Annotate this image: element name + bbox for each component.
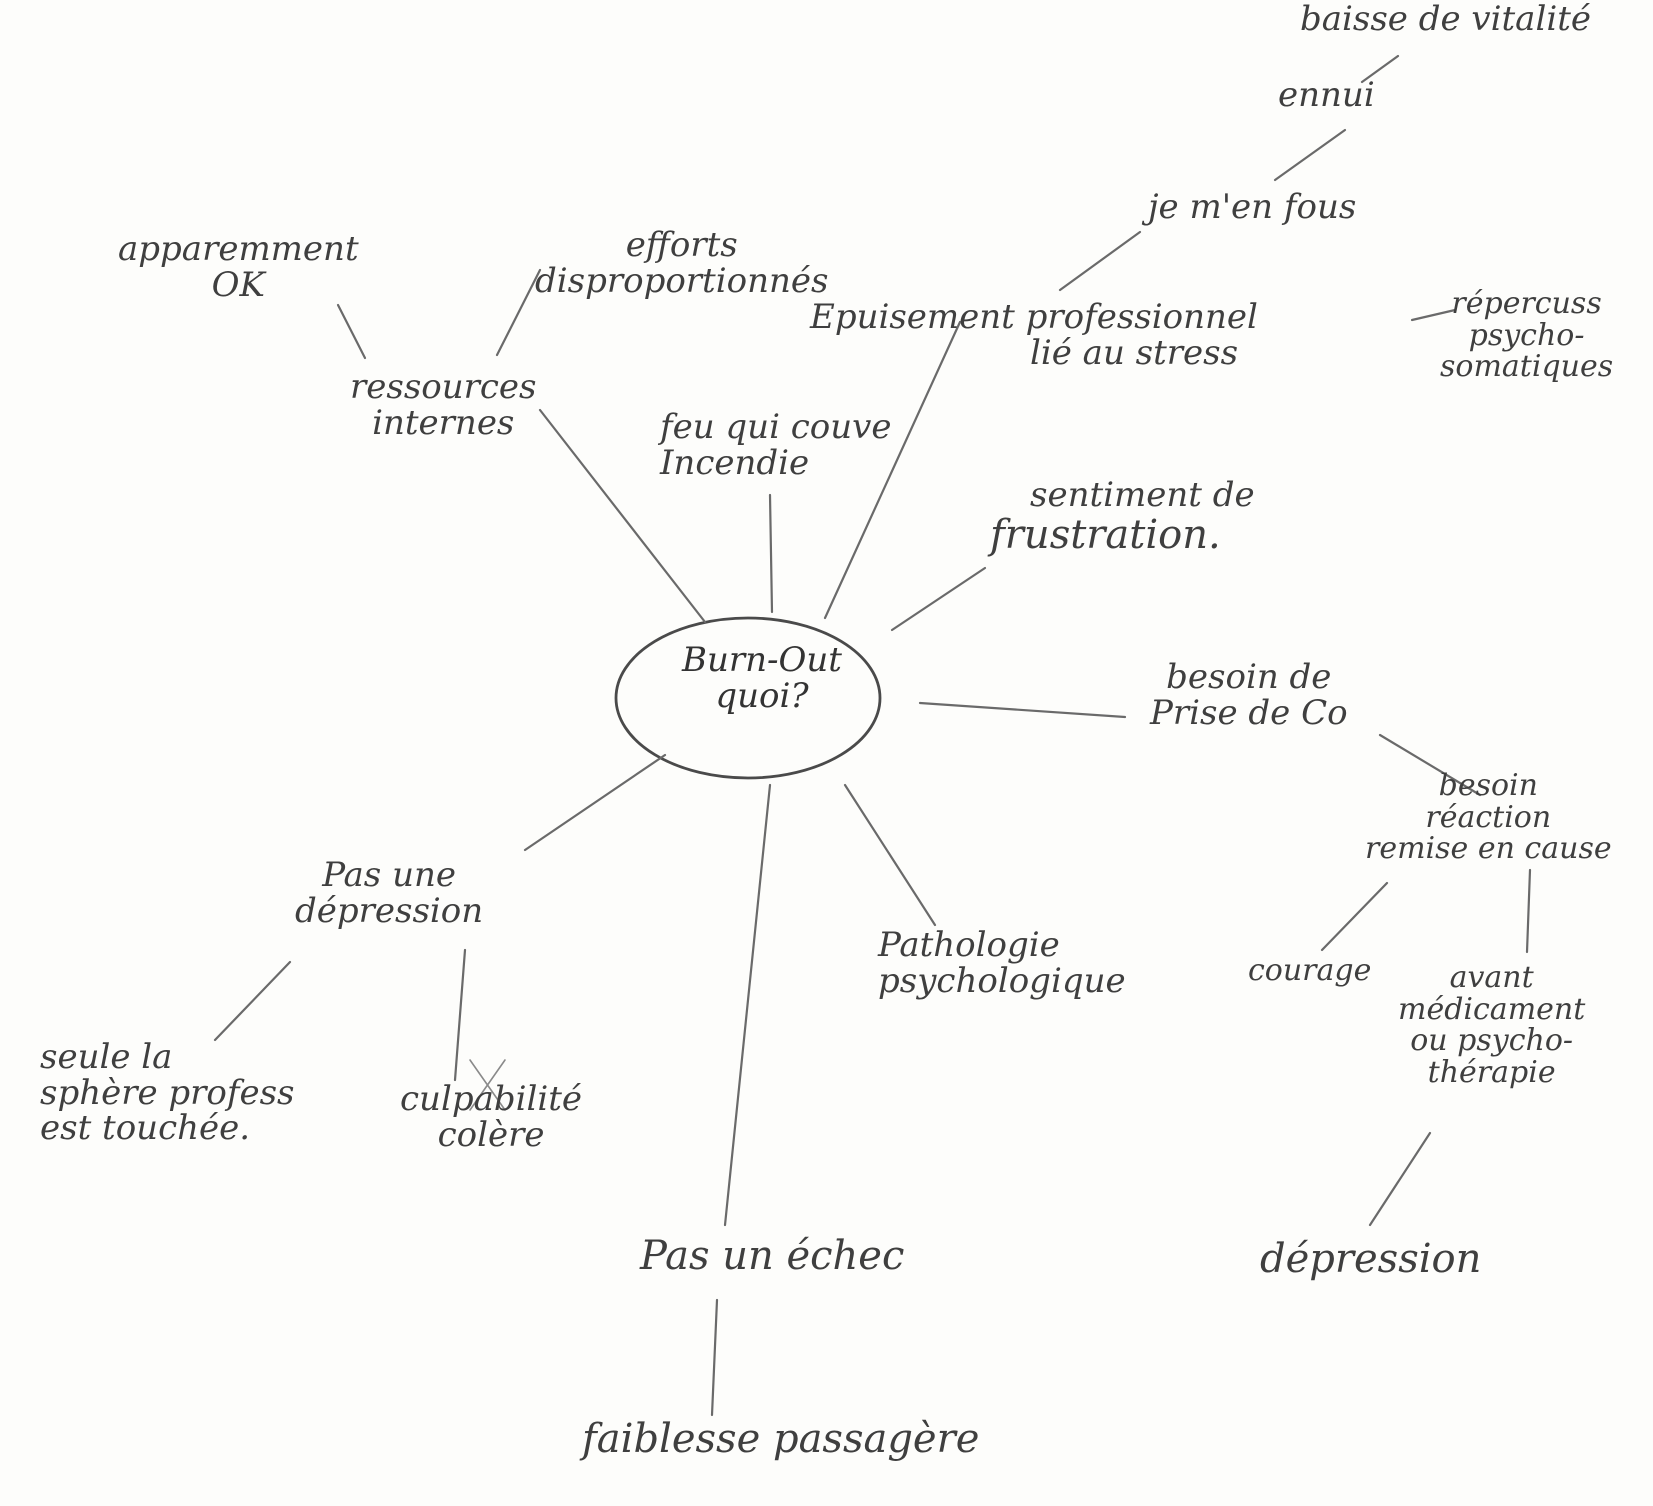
- node-culpabilite: culpabilité colère: [400, 1079, 583, 1155]
- node-ressources: ressources internes: [350, 367, 537, 443]
- link-center-sentiment: [890, 566, 987, 632]
- link-center-feu: [768, 493, 774, 614]
- node-seule: seule la sphère profess est touchée.: [40, 1037, 295, 1149]
- node-ennui: ennui: [1278, 75, 1375, 115]
- link-jemenfous-ennui: [1273, 128, 1347, 182]
- link-ressources-apparemment: [336, 303, 367, 360]
- link-reaction-courage: [1320, 881, 1389, 952]
- node-repercussions: répercuss psycho- somatiques: [1440, 286, 1614, 384]
- node-efforts: efforts disproportionnés: [535, 225, 829, 301]
- center-label: Burn-Out quoi?: [682, 640, 842, 716]
- link-ressources-efforts: [495, 268, 542, 357]
- link-pas-depression-culpabilite: [453, 948, 467, 1082]
- link-center-pas-depression: [523, 753, 667, 852]
- node-pathologie: Pathologie psychologique: [878, 925, 1126, 1001]
- node-pas-echec: Pas un échec: [640, 1233, 905, 1279]
- node-courage: courage: [1248, 953, 1372, 988]
- node-avant: avant médicament ou psycho- thérapie: [1398, 960, 1586, 1090]
- node-besoin-prise: besoin de Prise de Co: [1150, 657, 1348, 733]
- link-avant-depression: [1368, 1131, 1432, 1227]
- link-center-epuisement: [823, 320, 962, 620]
- node-besoin-reaction: besoin réaction remise en cause: [1365, 768, 1612, 866]
- node-apparemment: apparemment OK: [118, 229, 359, 305]
- node-pas-depression: Pas une dépression: [295, 855, 484, 931]
- node-faiblesse: faiblesse passagère: [582, 1416, 980, 1462]
- link-reaction-avant: [1525, 868, 1532, 954]
- link-besoin-prise-reaction: [1378, 733, 1482, 797]
- link-center-ressources: [538, 408, 707, 624]
- strike-mark: [469, 1059, 506, 1111]
- node-feu: feu qui couve Incendie: [660, 407, 892, 483]
- link-center-pas-echec: [723, 783, 772, 1227]
- node-baisse: baisse de vitalité: [1300, 0, 1591, 39]
- node-sentiment: sentiment de frustration.: [990, 475, 1255, 558]
- link-center-besoin-prise: [918, 701, 1127, 719]
- node-epuisement: Epuisement professionnel lié au stress: [810, 297, 1258, 373]
- link-center-pathologie: [843, 783, 937, 927]
- node-jemenfous: je m'en fous: [1148, 187, 1357, 227]
- center-bubble: [614, 616, 882, 780]
- link-epuisement-repercussions: [1410, 308, 1457, 322]
- link-epuisement-jemenfous: [1058, 230, 1142, 292]
- node-depression: dépression: [1260, 1236, 1482, 1282]
- link-ennui-baisse: [1360, 54, 1400, 84]
- link-pas-echec-faiblesse: [710, 1298, 719, 1417]
- link-pas-depression-seule: [213, 960, 292, 1042]
